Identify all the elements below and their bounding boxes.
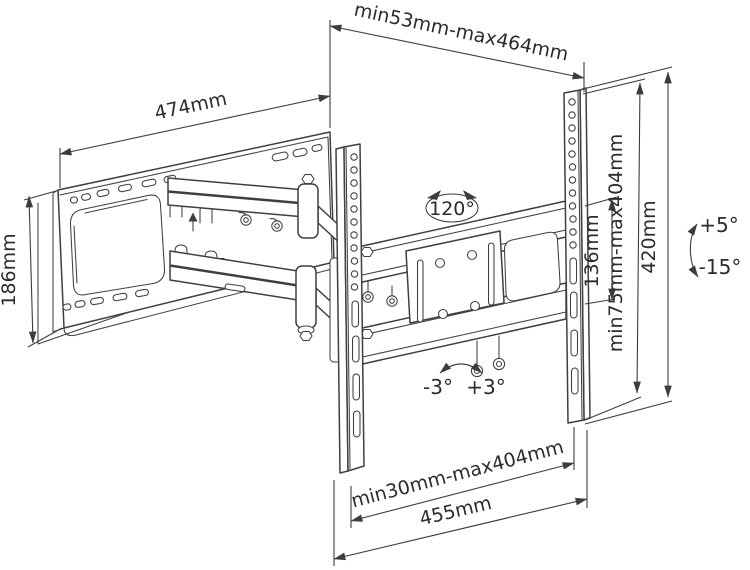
- wall-plate: [52, 131, 337, 337]
- rail-slots: [351, 300, 361, 438]
- wall-plate-bottom-slots: [62, 288, 149, 311]
- swivel-angle-label: 120°: [429, 198, 475, 220]
- tilt-angle-indicator: +5° -15°: [687, 213, 742, 279]
- vesa-plate-opening: [503, 231, 561, 302]
- bracket-width-label: 455mm: [417, 492, 493, 530]
- bolt-icon: [360, 328, 374, 340]
- level-arrow-icon: [439, 362, 483, 374]
- rail-slots: [569, 257, 579, 395]
- dimension-hole-spacing: 136mm: [581, 196, 618, 305]
- bolt-icon: [301, 173, 315, 185]
- arm-extension-label: min53mm-max464mm: [352, 0, 570, 66]
- level-left-label: -3°: [423, 375, 453, 399]
- tilt-up-label: +5°: [699, 213, 738, 237]
- lower-arm-pivot: [295, 265, 317, 329]
- vesa-height-range-label: min75mm-max404mm: [605, 134, 627, 353]
- upper-arm-pivot: [297, 183, 319, 239]
- orientation-up-arrow-icon: [188, 212, 198, 232]
- bolt-icon: [299, 330, 313, 342]
- wall-plate-width-label: 474mm: [153, 88, 229, 125]
- wall-plate-cutout: [69, 194, 166, 296]
- vesa-plate: [405, 230, 561, 324]
- tilt-arrow-icon: [687, 223, 699, 278]
- wall-plate-height-label: 186mm: [0, 233, 20, 306]
- lower-arm: [169, 250, 343, 363]
- rail-holes: [350, 153, 359, 291]
- rail-holes: [568, 98, 577, 249]
- left-bracket-rail: [335, 143, 365, 474]
- cable-clip-icon: [238, 212, 283, 232]
- swivel-angle-indicator: 120°: [425, 190, 479, 223]
- bracket-height-label: 420mm: [638, 200, 660, 273]
- bolt-icon: [360, 246, 374, 258]
- level-right-label: +3°: [466, 375, 505, 399]
- rotate-right-arrow-icon: [463, 190, 477, 200]
- tilt-down-label: -15°: [699, 255, 742, 279]
- level-angle-indicator: -3° +3°: [423, 362, 506, 399]
- dimension-vesa-height-range: min75mm-max404mm: [582, 78, 646, 421]
- dimension-wall-plate-height: 186mm: [0, 190, 63, 348]
- dimension-bracket-height: 420mm: [582, 66, 673, 425]
- rotate-left-arrow-icon: [427, 190, 441, 200]
- dimension-arm-extension: min53mm-max464mm: [329, 0, 585, 128]
- hole-spacing-label: 136mm: [581, 214, 603, 287]
